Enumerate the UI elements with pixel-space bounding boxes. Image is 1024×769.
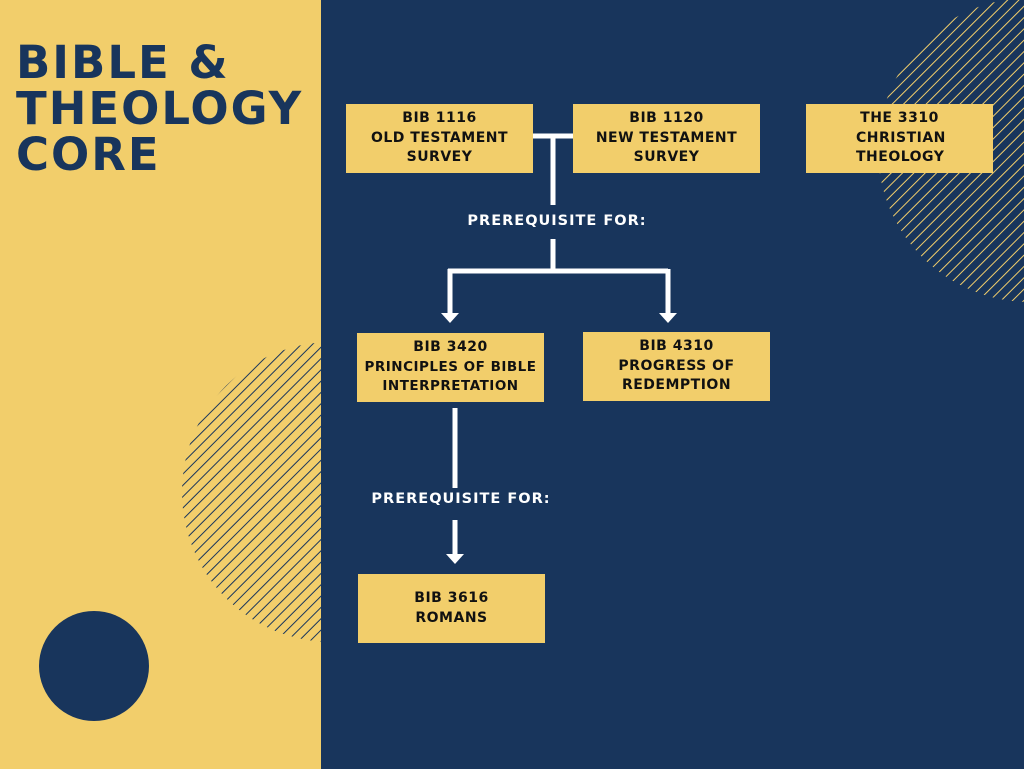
- page-title: BIBLE & THEOLOGY CORE: [16, 40, 303, 178]
- connector-lines: [447, 133, 671, 555]
- course-the3310: THE 3310 CHRISTIAN THEOLOGY: [806, 104, 993, 173]
- course-name: CHRISTIAN THEOLOGY: [856, 129, 946, 166]
- course-code: THE 3310: [860, 110, 939, 127]
- course-bib3420: BIB 3420 PRINCIPLES OF BIBLE INTERPRETAT…: [357, 333, 544, 402]
- arrow-down-icon: [441, 313, 459, 323]
- hatched-circle-left: [182, 342, 321, 642]
- course-code: BIB 3420: [413, 339, 488, 356]
- title-line: BIBLE &: [16, 36, 230, 89]
- prerequisite-label: PREREQUISITE FOR:: [371, 491, 551, 507]
- course-code: BIB 3616: [414, 590, 489, 606]
- course-bib3616: BIB 3616 ROMANS: [358, 574, 545, 643]
- title-line: CORE: [16, 128, 161, 181]
- course-bib1116: BIB 1116 OLD TESTAMENT SURVEY: [346, 104, 533, 173]
- course-bib1120: BIB 1120 NEW TESTAMENT SURVEY: [573, 104, 760, 173]
- course-name: NEW TESTAMENT SURVEY: [595, 129, 738, 166]
- arrowheads: [441, 313, 677, 564]
- decorative-circle: [39, 611, 149, 721]
- course-name: OLD TESTAMENT SURVEY: [370, 129, 509, 166]
- arrow-down-icon: [446, 554, 464, 564]
- course-name: PROGRESS OF REDEMPTION: [618, 357, 735, 394]
- arrow-down-icon: [659, 313, 677, 323]
- title-line: THEOLOGY: [16, 82, 304, 135]
- prerequisite-label: PREREQUISITE FOR:: [467, 213, 647, 229]
- course-name: ROMANS: [415, 609, 488, 626]
- course-code: BIB 4310: [639, 338, 714, 355]
- course-code: BIB 1116: [402, 110, 477, 127]
- course-bib4310: BIB 4310 PROGRESS OF REDEMPTION: [583, 332, 770, 401]
- course-code: BIB 1120: [629, 110, 704, 127]
- course-name: PRINCIPLES OF BIBLE INTERPRETATION: [364, 358, 537, 395]
